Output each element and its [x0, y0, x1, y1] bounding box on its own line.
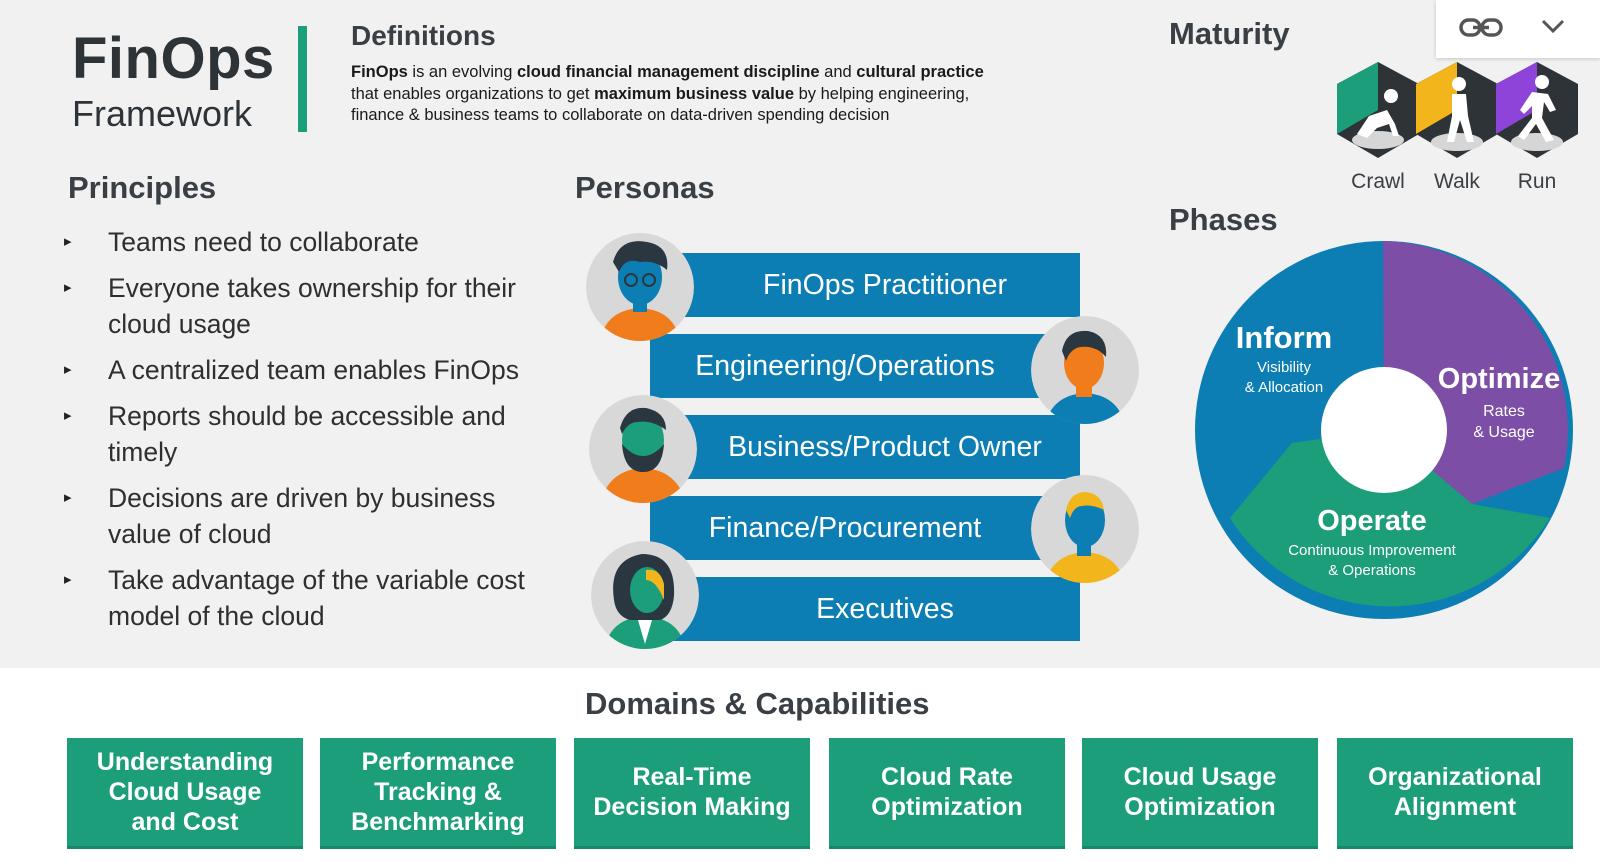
bullet-icon: ▸ — [64, 361, 72, 378]
definition-emphasis: FinOps — [351, 63, 408, 81]
definition-emphasis: cultural practice — [856, 63, 984, 81]
crawl-color-face — [1337, 62, 1378, 134]
principle-item: ▸ Reports should be accessible and timely — [64, 398, 564, 470]
link-icon[interactable] — [1458, 13, 1504, 43]
persona-finance-procurement: Finance/Procurement — [650, 496, 1080, 560]
principle-item: ▸ Take advantage of the variable cost mod… — [64, 562, 564, 634]
bullet-icon: ▸ — [64, 571, 72, 588]
principles-heading: Principles — [68, 170, 217, 205]
domain-understanding-usage-cost: Understanding Cloud Usage and Cost — [67, 738, 303, 849]
principle-item: ▸ Teams need to collaborate — [64, 224, 564, 260]
domain-real-time-decision: Real-Time Decision Making — [574, 738, 810, 849]
domain-cloud-rate-optimization: Cloud Rate Optimization — [829, 738, 1065, 849]
avatar-business-icon — [589, 395, 697, 503]
phases-cycle-diagram: Inform Visibility & Allocation Optimize … — [1195, 241, 1573, 619]
maturity-label-run: Run — [1517, 170, 1557, 193]
avatar-engineering-icon — [1031, 316, 1139, 424]
bullet-icon: ▸ — [64, 233, 72, 250]
definition-emphasis: maximum business value — [594, 84, 795, 103]
logo-divider — [298, 26, 307, 132]
phase-optimize-desc1: Rates — [1483, 403, 1525, 420]
principle-text: Decisions are driven by business value o… — [108, 483, 496, 549]
run-color-face — [1496, 62, 1537, 134]
definition-run: and — [819, 63, 857, 81]
bullet-icon: ▸ — [64, 407, 72, 424]
definition-run: that enables organizations to get — [351, 84, 595, 103]
phase-operate-desc1: Continuous Improvement — [1288, 542, 1456, 559]
chevron-down-icon[interactable] — [1540, 16, 1566, 36]
logo-subtitle: Framework — [72, 93, 253, 134]
definitions-heading: Definitions — [351, 20, 496, 51]
principles-list: ▸ Teams need to collaborate ▸ Everyone tak… — [64, 224, 564, 644]
principle-item: ▸ Everyone takes ownership for their clou… — [64, 270, 564, 342]
crawl-icon — [1337, 62, 1419, 158]
principle-text: Reports should be accessible and timely — [108, 401, 506, 467]
link-toolbar — [1436, 0, 1600, 58]
persona-executives: Executives — [650, 577, 1080, 641]
definition-run: by helping engineering, finance & busine… — [351, 84, 970, 125]
persona-finops-practitioner: FinOps Practitioner — [650, 253, 1080, 317]
phase-operate-segment — [1230, 430, 1550, 607]
definition-emphasis: cloud financial management discipline — [517, 63, 820, 81]
domains-heading: Domains & Capabilities — [585, 686, 930, 721]
logo-title: FinOps — [72, 26, 275, 91]
walk-icon — [1416, 62, 1498, 158]
principle-item: ▸ Decisions are driven by business value … — [64, 480, 564, 552]
bullet-icon: ▸ — [64, 489, 72, 506]
avatar-practitioner-icon — [586, 233, 694, 341]
personas-heading: Personas — [575, 170, 715, 205]
persona-business-product-owner: Business/Product Owner — [650, 415, 1080, 479]
persona-engineering-operations: Engineering/Operations — [650, 334, 1080, 398]
phases-heading: Phases — [1169, 202, 1278, 237]
maturity-label-crawl: Crawl — [1351, 170, 1405, 193]
phase-inform-name: Inform — [1236, 320, 1332, 355]
avatar-executives-icon — [591, 541, 699, 649]
definition-run: is an evolving — [407, 63, 517, 81]
phase-inform-desc2: & Allocation — [1245, 379, 1323, 396]
domain-performance-tracking: Performance Tracking & Benchmarking — [320, 738, 556, 849]
principle-text: Everyone takes ownership for their cloud… — [108, 273, 517, 339]
principle-text: Teams need to collaborate — [108, 227, 419, 257]
principle-text: A centralized team enables FinOps — [108, 355, 519, 385]
avatar-finance-icon — [1031, 475, 1139, 583]
domain-cloud-usage-optimization: Cloud Usage Optimization — [1082, 738, 1318, 849]
phase-optimize-desc2: & Usage — [1473, 424, 1534, 441]
bullet-icon: ▸ — [64, 279, 72, 296]
run-icon — [1496, 62, 1578, 158]
phase-optimize-name: Optimize — [1438, 363, 1560, 395]
maturity-heading: Maturity — [1169, 16, 1290, 51]
walk-color-face — [1416, 62, 1457, 134]
domain-organizational-alignment: Organizational Alignment — [1337, 738, 1573, 849]
phase-inform-desc1: Visibility — [1257, 359, 1311, 376]
phase-operate-name: Operate — [1317, 505, 1427, 537]
maturity-label-walk: Walk — [1434, 170, 1480, 193]
principle-item: ▸ A centralized team enables FinOps — [64, 352, 564, 388]
phase-operate-desc2: & Operations — [1328, 562, 1416, 579]
principle-text: Take advantage of the variable cost mode… — [108, 565, 525, 631]
definitions-text: FinOps is an evolving cloud financial ma… — [351, 62, 1001, 127]
